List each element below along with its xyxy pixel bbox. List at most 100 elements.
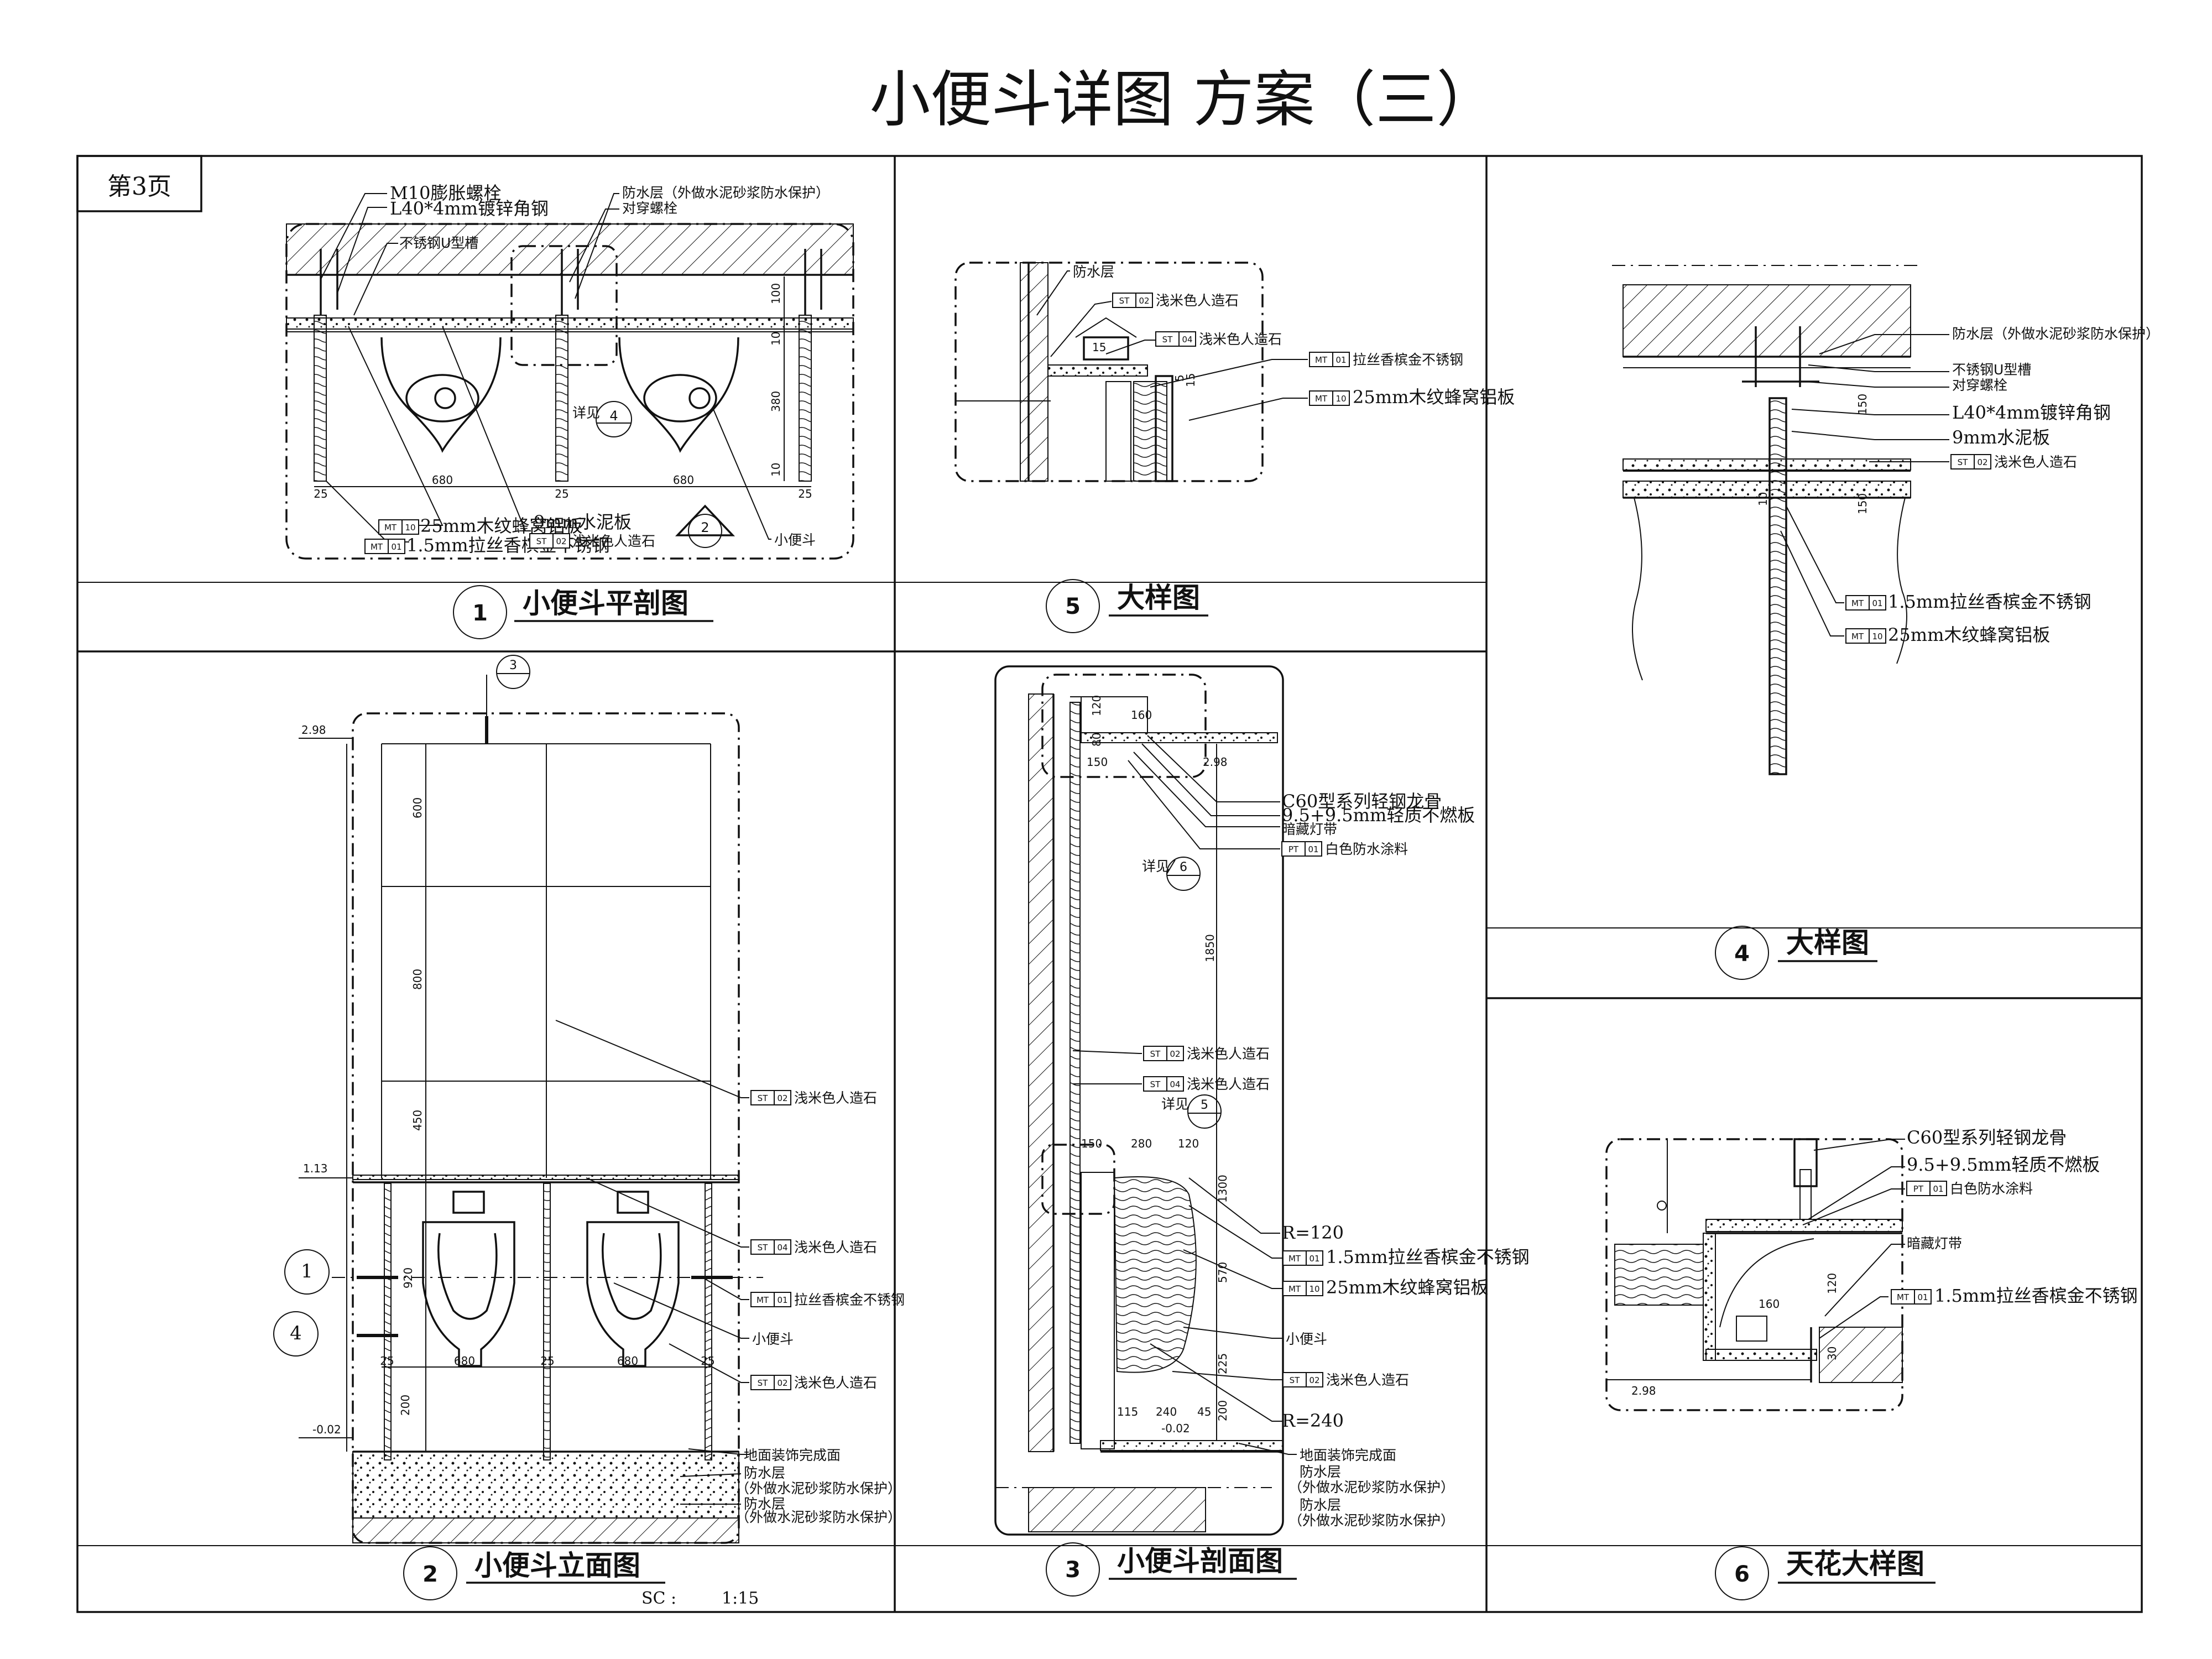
elevation-drawing: 2.98 1.13 -0.02 600 800 450 920 200 680 … [273,655,901,1544]
plan-tag-3-text: 浅米色人造石 [572,533,655,549]
page-label: 第3页 [107,173,171,201]
elev-material-tag-2: ST 04 浅米色人造石 [750,1239,877,1255]
detail5-material-tag-2: ST 04 浅米色人造石 [1155,331,1282,347]
detail4-tag-3-code: MT [1851,632,1864,641]
elev-level-top: 2.98 [301,723,326,737]
panel-number-3: 3 [1065,1557,1081,1583]
detail4-dim-150b: 150 [1856,493,1869,514]
section-note-detail5-num: 5 [1201,1098,1208,1112]
detail4-tag-1-text: 浅米色人造石 [1994,454,2077,470]
section-tag-2-code: ST [1150,1049,1161,1059]
detail4-tag-1-num: 02 [1977,457,1987,467]
section-note-detail6: 详见 [1142,858,1170,874]
elev-dim-920: 920 [401,1267,415,1288]
section-drawing: 1850 1300 570 225 200 120 80 160 150 150… [994,665,1475,1536]
section-dim-1300: 1300 [1216,1175,1229,1203]
detail4-dim-150: 150 [1856,394,1869,415]
panel-number-4: 4 [1734,941,1750,967]
detail4-drawing: 防水层（外做水泥砂浆防水保护） 不锈钢U型槽 对穿螺栓 L40*4mm镀锌角钢 … [1612,265,2159,775]
detail4-note-channel: 不锈钢U型槽 [1952,362,2031,378]
section-dim-120: 120 [1090,695,1103,716]
section-tag-1-code: PT [1288,844,1299,854]
elev-dim-25c: 25 [701,1354,714,1368]
section-tag-4-code: MT [1288,1254,1301,1264]
section-tag-5-num: 10 [1309,1284,1319,1294]
elev-tag-4-code: ST [758,1378,769,1388]
elev-dim-200: 200 [399,1395,412,1416]
detail5-tag-4-text: 25mm木纹蜂窝铝板 [1353,387,1515,408]
panel-number-1: 1 [472,601,488,626]
detail6-drawing: C60型系列轻钢龙骨 9.5+9.5mm轻质不燃板 暗藏灯带 160 120 3… [1605,1127,2100,1411]
detail4-note-through-bolt: 对穿螺栓 [1952,377,2007,393]
detail5-tag-1-num: 02 [1139,296,1149,306]
detail5-tag-4-num: 10 [1335,394,1346,404]
elev-section-1: 1 [301,1260,313,1282]
elev-tag-3-num: 01 [777,1295,787,1305]
detail6-tag-2-num: 01 [1917,1292,1928,1302]
detail5-drawing: 防水层 15 5 15 [954,262,1308,482]
panel-title-1: 1 小便斗平剖图 [453,585,713,639]
section-tag-2-num: 02 [1170,1049,1180,1059]
detail6-tag-1-code: PT [1913,1184,1924,1194]
elev-tag-3-code: MT [757,1295,769,1305]
elev-tag-2-text: 浅米色人造石 [794,1239,877,1255]
elev-tag-3-text: 拉丝香槟金不锈钢 [794,1292,905,1308]
detail4-material-tag-3: MT 10 25mm木纹蜂窝铝板 [1845,624,2050,645]
detail5-dim-15: 15 [1092,341,1106,354]
plan-dim-25a: 25 [314,487,327,500]
detail5-tag-2-code: ST [1162,335,1173,345]
elev-tag-2-code: ST [758,1243,769,1253]
section-note-floor-finish: 地面装饰完成面 [1300,1447,1396,1463]
detail6-note-keel: C60型系列轻钢龙骨 [1907,1127,2067,1148]
elev-tag-1-num: 02 [777,1093,787,1103]
section-tag-6-num: 02 [1309,1375,1319,1385]
elev-note-urinal: 小便斗 [752,1331,794,1347]
section-tag-3-code: ST [1150,1079,1161,1089]
detail5-material-tag-4: MT 10 25mm木纹蜂窝铝板 [1309,387,1515,408]
detail5-tag-2-num: 04 [1182,335,1192,345]
detail5-dim-5: 5 [1173,374,1186,382]
elev-dim-600: 600 [411,797,424,818]
panel-title-5: 5 大样图 [1046,579,1208,633]
scale-label: SC : [641,1589,676,1608]
section-note-detail5: 详见 [1161,1096,1189,1112]
section-tag-4-num: 01 [1309,1254,1319,1264]
plan-note-angle: L40*4mm镀锌角钢 [390,198,549,219]
detail6-tag-1-text: 白色防水涂料 [1950,1181,2033,1197]
panel-title-text-3: 小便斗剖面图 [1117,1545,1283,1577]
plan-material-tag-1: MT 10 25mm木纹蜂窝铝板 [378,515,582,536]
plan-note-urinal: 小便斗 [774,532,816,548]
elev-material-tag-1: ST 02 浅米色人造石 [750,1090,877,1106]
detail4-note-angle: L40*4mm镀锌角钢 [1952,402,2111,423]
panel-number-6: 6 [1734,1562,1750,1587]
detail6-dim-level: 2.98 [1631,1384,1656,1397]
plan-note-bolt: M10膨胀螺栓 [390,182,502,204]
detail4-tag-3-text: 25mm木纹蜂窝铝板 [1888,624,2050,645]
plan-note-through-bolt: 对穿螺栓 [622,200,677,216]
detail4-tag-2-code: MT [1851,598,1864,608]
detail5-material-tag-3: MT 01 拉丝香槟金不锈钢 [1309,352,1463,368]
plan-callout-2: 2 [701,520,709,535]
panel-title-4: 4 大样图 [1715,926,1877,980]
section-dim-120b: 120 [1178,1137,1199,1150]
detail4-tag-2-num: 01 [1872,598,1882,608]
panel-title-text-2: 小便斗立面图 [474,1550,640,1582]
section-tag-5-text: 25mm木纹蜂窝铝板 [1326,1277,1488,1298]
elev-section-3: 3 [509,659,517,672]
section-dim-280: 280 [1131,1137,1152,1150]
elev-level-floor: -0.02 [312,1423,341,1436]
plan-note-detail-ref: 详见 [572,405,600,421]
plan-callout-4: 4 [609,408,618,424]
plan-note-waterproof: 防水层（外做水泥砂浆防水保护） [622,185,830,201]
panel-title-text-4: 大样图 [1786,927,1869,959]
plan-tag-2-code: MT [371,542,383,552]
detail6-material-tag-1: PT 01 白色防水涂料 [1906,1181,2033,1197]
plan-material-tag-3: ST 02 浅米色人造石 [529,533,655,549]
detail5-tag-3-num: 01 [1335,355,1346,365]
plan-dim-680a: 680 [432,473,453,487]
plan-tag-3-code: ST [536,536,547,546]
elev-tag-1-text: 浅米色人造石 [794,1090,877,1106]
section-dim-240: 240 [1156,1405,1177,1418]
panel-title-text-1: 小便斗平剖图 [523,587,688,619]
section-note-urinal: 小便斗 [1286,1331,1327,1347]
